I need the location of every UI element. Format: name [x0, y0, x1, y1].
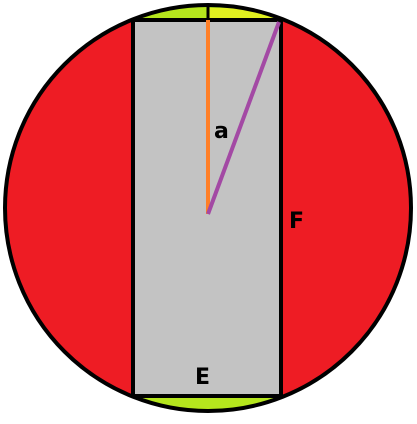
label-a: a	[214, 119, 229, 144]
diagonal-line	[206, 21, 281, 215]
label-E: E	[195, 365, 210, 390]
label-F: F	[289, 209, 304, 234]
circle-outline	[3, 3, 413, 413]
